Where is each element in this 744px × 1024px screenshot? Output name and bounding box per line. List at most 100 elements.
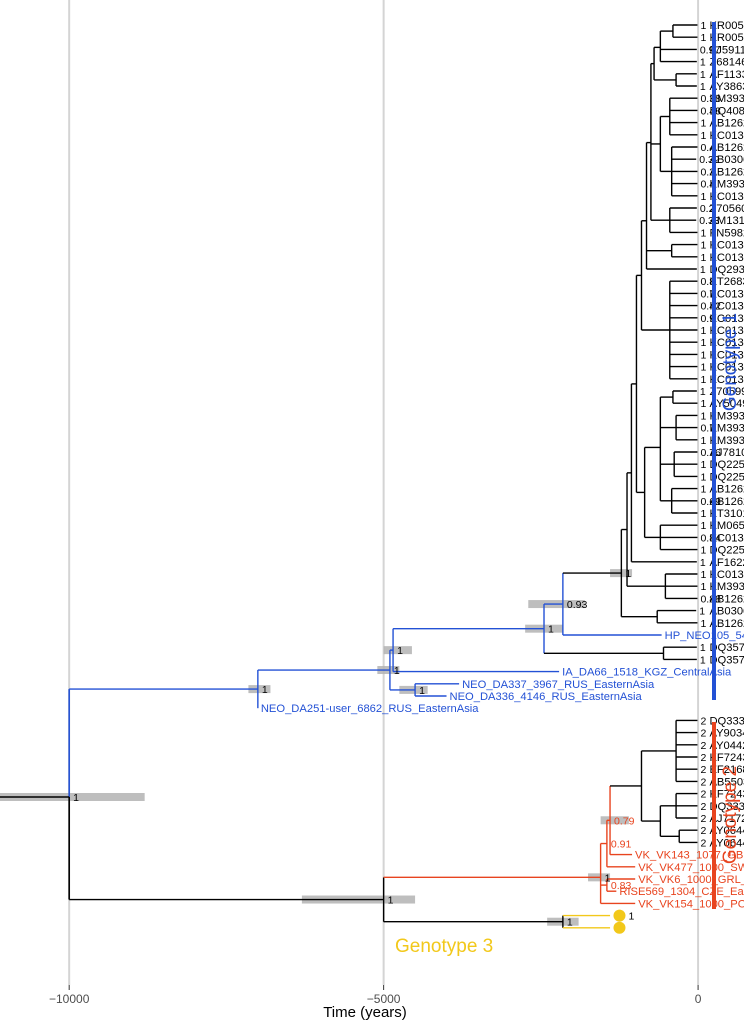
- confidence-bars: [0, 569, 633, 926]
- tip-support-value: 0.38: [700, 93, 721, 105]
- tip-label: AJ717293_13_GER_WesternEurope: [709, 813, 744, 825]
- tip-support-value: 1: [700, 398, 706, 410]
- tip-label: RISE569_1304_CZE_EasternEurope: [619, 886, 744, 898]
- tip-label: Z70560_21_NA_NA: [709, 203, 744, 215]
- node-support-value: 1: [73, 792, 79, 804]
- tip-support-value: 0.97: [700, 44, 721, 56]
- tip-label: KM065415_3_GER_WesternEurope: [709, 520, 744, 532]
- tip-label: Z70599_21_NA_NA: [709, 386, 744, 398]
- tip-label: DQ225150_12_GER_WesternEurope: [709, 459, 744, 471]
- tip-support-value: 1: [700, 545, 706, 557]
- tip-label: AB126265_14_JPN_EasternAsia: [709, 593, 744, 605]
- tip-support-value: 2: [700, 740, 706, 752]
- tip-label: IA_DA66_1518_KGZ_CentralAsia: [562, 667, 732, 679]
- tip-support-value: 0.7: [700, 423, 715, 435]
- tip-label: KC013313_8_BRA_SouthAmerica: [709, 349, 744, 361]
- tip-label: DQ333428_12_GER_WesternEurope: [709, 801, 744, 813]
- tip-support-value: 1: [700, 337, 706, 349]
- tip-label: AY044266_15_FIN_NorthernEurope: [709, 740, 744, 752]
- tip-support-value: 0.33: [699, 215, 720, 227]
- tip-support-value: 0.2: [700, 203, 715, 215]
- tip-support-value: 1: [700, 471, 706, 483]
- tip-label: DQ357065_16_VNM_SouthEasternAsia: [709, 642, 744, 654]
- tip-support-value: 1: [700, 459, 706, 471]
- tip-label: KC013329_8_BRA_SouthAmerica: [709, 288, 744, 300]
- tip-label: AB126270_14_JPN_EasternAsia: [709, 618, 744, 630]
- tip-support-value: 1: [700, 508, 706, 520]
- hpd-bar: [248, 685, 271, 694]
- tip-label: AY064476_17_NA_NorthernEurope: [709, 825, 744, 837]
- tip-label: NEO_DA337_3967_RUS_EasternAsia: [462, 679, 655, 691]
- tip-support-value: 1: [700, 69, 706, 81]
- tip-label: AJ781038_13_GER_WesternEurope: [709, 447, 744, 459]
- tip-support-value: 1: [700, 654, 706, 666]
- tip-label: AB126262_14_JPN_EasternAsia: [709, 166, 744, 178]
- tip-support-value: 2: [700, 813, 706, 825]
- tip-support-value: 1: [700, 362, 706, 374]
- genotype2-bracket: [712, 722, 716, 909]
- tip-support-value: 0.88: [700, 593, 721, 605]
- tip-label: KR005641_6_SRB_SouthernEurope: [709, 20, 744, 32]
- tip-label: KC013325_7_BRA_SouthAmerica: [709, 301, 744, 313]
- tip-support-value: 0.76: [700, 447, 721, 459]
- tip-support-value: 0.3: [700, 166, 715, 178]
- tip-support-value: 1: [700, 349, 706, 361]
- tip-label: AB126266_14_JPN_EasternAsia: [709, 496, 744, 508]
- tip-label: AY504945_14_GBR_NorthernEurope: [709, 398, 744, 410]
- tip-support-value: 1: [700, 520, 706, 532]
- x-axis-title: Time (years): [323, 1004, 407, 1021]
- tip-support-value: 0.43: [700, 105, 721, 117]
- tip-label: KC013340_10_BRA_SouthAmerica: [709, 532, 744, 544]
- tip-support-value: 2: [700, 752, 706, 764]
- tip-label: KC013324_8_BRA_SouthAmerica: [709, 252, 744, 264]
- tip-support-value: 0.9: [700, 313, 715, 325]
- node-support-value: 1: [262, 684, 268, 696]
- tip-label: KC013346_7_BRA_SouthAmerica: [709, 325, 744, 337]
- tip-support-value: 2: [700, 776, 706, 788]
- node-support-value: 1: [605, 872, 611, 884]
- tip-label: FN598218_8_NA_NA: [709, 227, 744, 239]
- tip-label: VK_VK143_1077_GBR_NorthernEurope: [635, 850, 744, 862]
- tip-support-value: 1: [700, 32, 706, 44]
- tip-support-value: 1: [700, 374, 706, 386]
- tip-label: NEO_DA336_4146_RUS_EasternAsia: [450, 691, 643, 703]
- node-support-value: 1: [397, 645, 403, 657]
- tip-support-value: 0.84: [700, 532, 721, 544]
- tip-support-value: 2: [700, 789, 706, 801]
- tip-support-value: 1: [700, 57, 706, 69]
- tip-support-value: 0.42: [700, 301, 721, 313]
- tip-support-value: 2: [700, 715, 706, 727]
- tip-label: DQ333426_12_GER_WesternEurope: [709, 715, 744, 727]
- tip-support-value: 1: [700, 81, 706, 93]
- tip-label: VK_VK6_1000_GRL_NorthernAmerica: [638, 874, 744, 886]
- tip-label: AY064475_17_NA_NorthernEurope: [709, 837, 744, 849]
- tip-support-value: 1: [700, 581, 706, 593]
- tip-label: KC013316_8_BRA_SouthAmerica: [709, 191, 744, 203]
- tip-support-value: 0.7: [700, 288, 715, 300]
- tip-label: KC013343_8_BRA_SouthAmerica: [709, 240, 744, 252]
- tip-label: AY386330_14_NA_NA: [709, 81, 744, 93]
- tip-label: KC013305_7_BRA_SouthAmerica: [709, 313, 744, 325]
- tip-support-value: 1: [700, 557, 706, 569]
- tip-support-value: 1: [628, 911, 634, 923]
- tip-support-value: 1: [700, 227, 706, 239]
- tip-support-value: 1: [700, 386, 706, 398]
- tip-label: KM393168_4_USA_NorthernAmerica: [709, 410, 744, 422]
- tip-label: DQ225149_12_GER_WesternEurope: [709, 471, 744, 483]
- tip-support-value: 1: [700, 325, 706, 337]
- tree-branches: [0, 24, 698, 929]
- tip-label: KC013312_9_BRA_SouthAmerica: [709, 374, 744, 386]
- node-support-value: 0.79: [614, 815, 635, 827]
- tip-support-value: 1: [699, 606, 705, 618]
- tip-label: KT268312_2_BRA_SouthAmerica: [709, 276, 744, 288]
- tip-label: KC013321_8_BRA_SouthAmerica: [709, 130, 744, 142]
- hpd-bar: [0, 793, 145, 801]
- tip-label: KT310174_3_CHN_EasternAsia: [709, 508, 744, 520]
- tip-label: AB126271_14_JPN_EasternAsia: [709, 142, 744, 154]
- tip-label: AB030673_31_JPN_EasternAsia: [709, 154, 744, 166]
- tip-label: FJ591158_9_USA_NorthernAmerica: [709, 44, 744, 56]
- node-support-value: 0.91: [611, 839, 632, 851]
- tip-label: DQ408301_12_GER_WesternEurope: [709, 105, 744, 117]
- axis-tick-label: 0: [695, 992, 702, 1006]
- tip-support-value: 1: [700, 410, 706, 422]
